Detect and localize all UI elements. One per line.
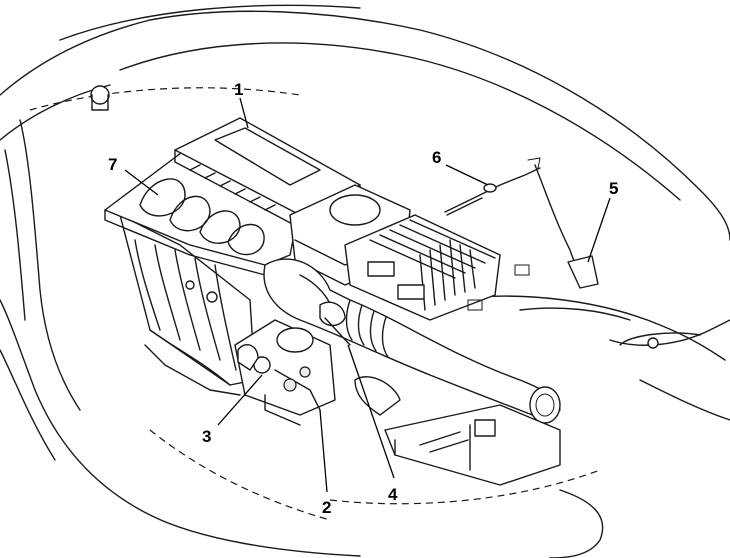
callout-6-leader xyxy=(445,164,489,186)
accelerator-assembly xyxy=(444,157,599,289)
callout-1-leader xyxy=(239,97,249,129)
callout-5-label: 5 xyxy=(609,179,618,198)
callout-7-leader xyxy=(124,169,159,196)
callout-3-leader xyxy=(217,374,263,426)
throttle-body xyxy=(234,301,351,426)
callouts: 1 2 3 4 5 6 7 xyxy=(108,80,618,517)
callout-5-leader xyxy=(587,197,611,263)
callout-1-label: 1 xyxy=(234,80,243,99)
ecu-module xyxy=(344,214,530,321)
resonator-box xyxy=(354,376,561,486)
callout-4-leader xyxy=(347,344,395,479)
callout-4-label: 4 xyxy=(388,485,398,504)
callout-2-leader xyxy=(319,409,328,493)
car-body-outline xyxy=(0,4,730,558)
callout-2-label: 2 xyxy=(322,498,331,517)
callout-6-label: 6 xyxy=(432,148,441,167)
callout-7-label: 7 xyxy=(108,155,117,174)
callout-3-label: 3 xyxy=(202,427,211,446)
